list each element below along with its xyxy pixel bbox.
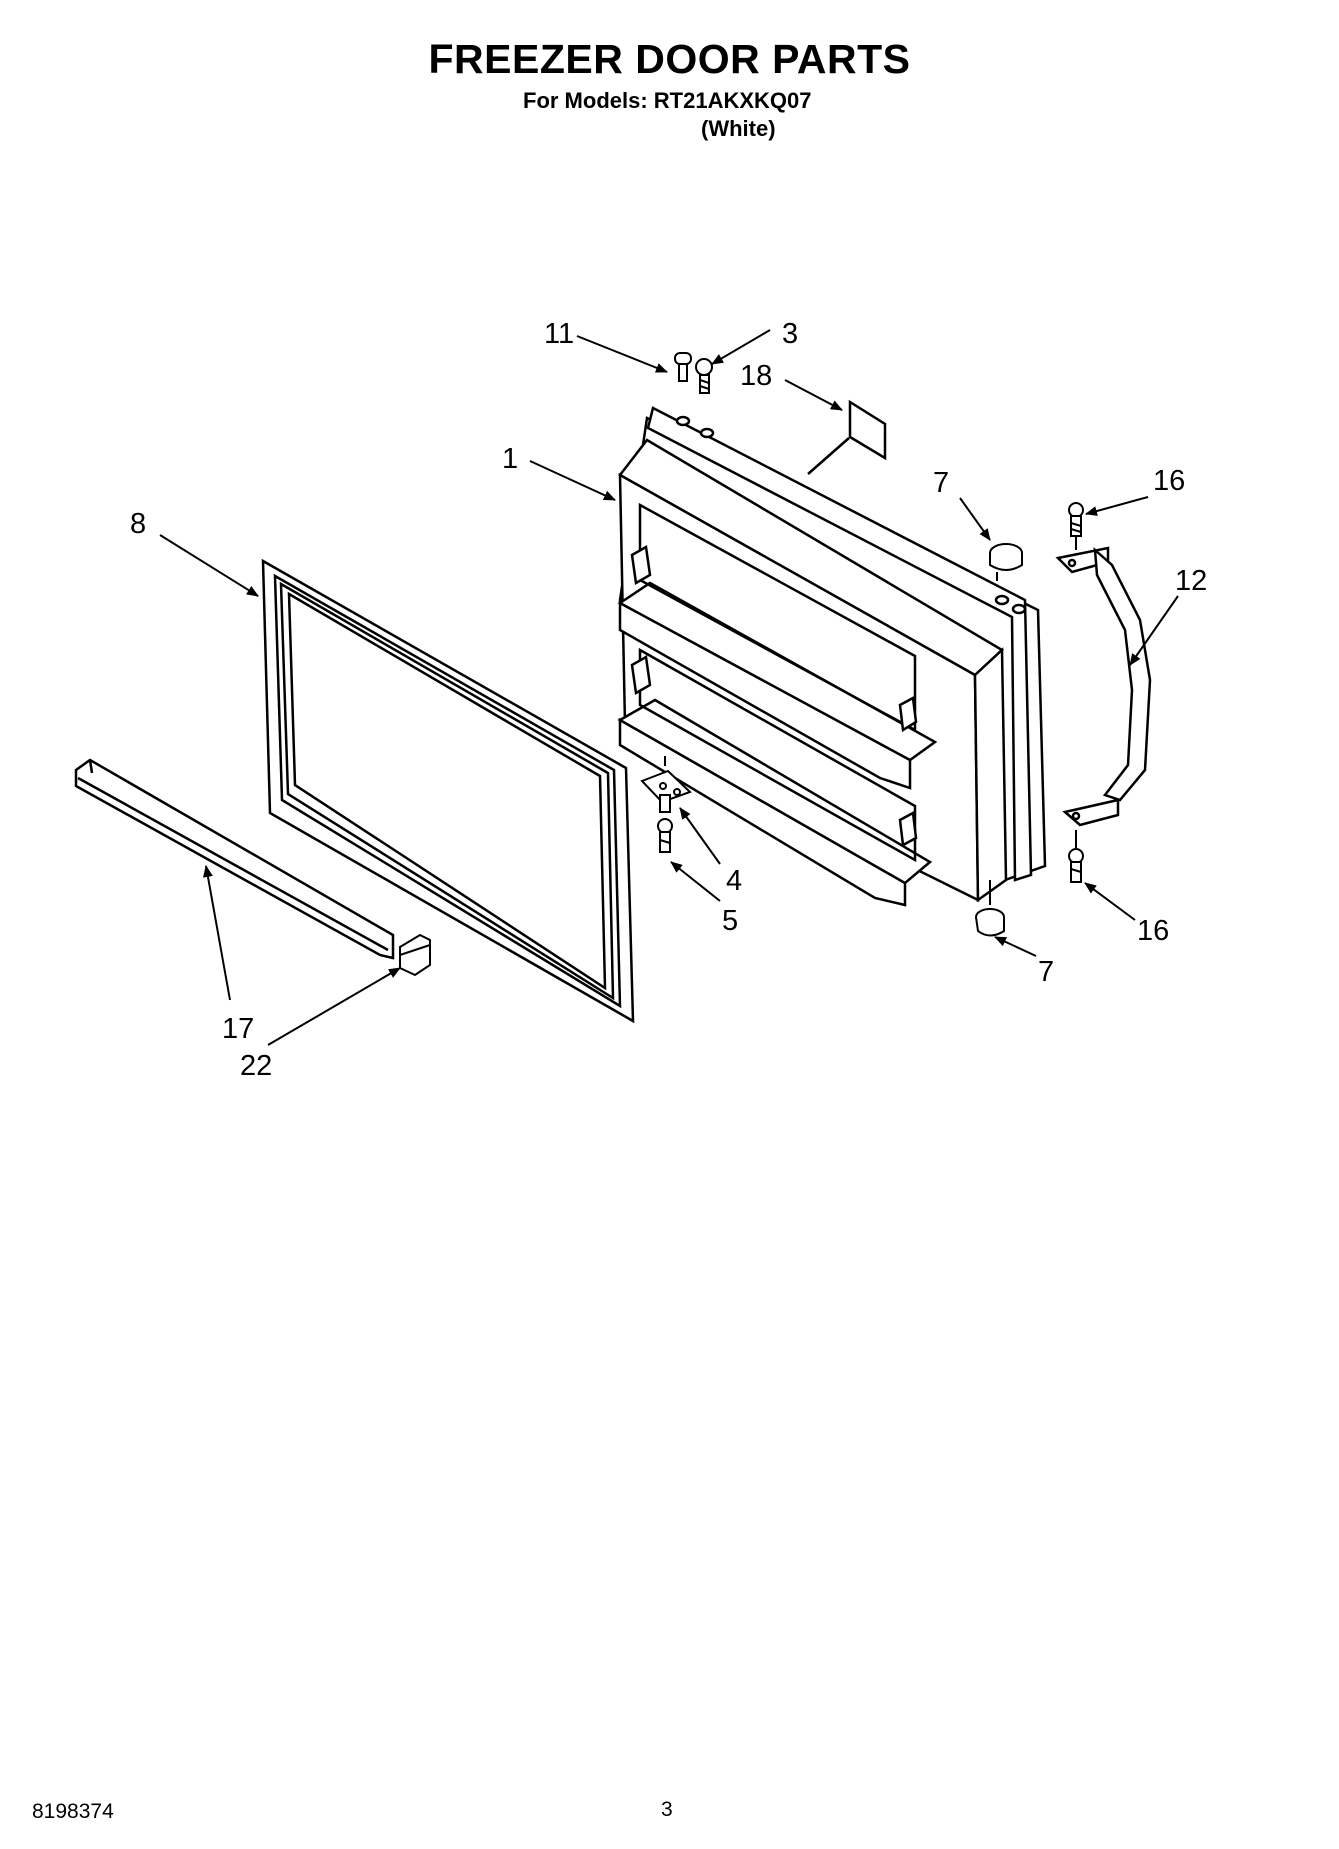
callout-22: 22 xyxy=(240,1050,272,1082)
page-number: 3 xyxy=(661,1798,673,1821)
model-number: For Models: RT21AKXKQ07 xyxy=(523,88,812,113)
document-number: 8198374 xyxy=(32,1800,114,1823)
door-plugs xyxy=(975,543,1023,937)
handle-screws xyxy=(1068,502,1084,883)
door-stop-bracket xyxy=(640,756,692,853)
door-handle xyxy=(1055,546,1152,827)
door-label xyxy=(807,399,887,475)
callout-11: 11 xyxy=(544,318,574,350)
top-screws xyxy=(674,352,713,394)
callout-leaders xyxy=(159,329,1179,1046)
callout-3: 3 xyxy=(782,318,798,350)
model-color: (White) xyxy=(701,116,776,141)
door-gasket xyxy=(261,558,635,1024)
callout-17: 17 xyxy=(222,1013,254,1045)
callout-5: 5 xyxy=(722,905,738,937)
callout-18: 18 xyxy=(740,360,772,392)
callout-16-top: 16 xyxy=(1153,465,1185,497)
callout-labels: 11 3 18 1 7 16 8 12 4 5 16 7 17 22 xyxy=(130,318,1207,1082)
callout-16-bottom: 16 xyxy=(1137,915,1169,947)
callout-7-bottom: 7 xyxy=(1038,956,1054,988)
trim-clip xyxy=(399,933,431,977)
door-trim-strip xyxy=(74,758,395,960)
callout-12: 12 xyxy=(1175,565,1207,597)
callout-7-top: 7 xyxy=(933,467,949,499)
page-title: FREEZER DOOR PARTS xyxy=(428,36,911,82)
callout-1: 1 xyxy=(502,443,518,475)
callout-4: 4 xyxy=(726,865,742,897)
callout-8: 8 xyxy=(130,508,146,540)
door-liner xyxy=(617,406,1047,907)
